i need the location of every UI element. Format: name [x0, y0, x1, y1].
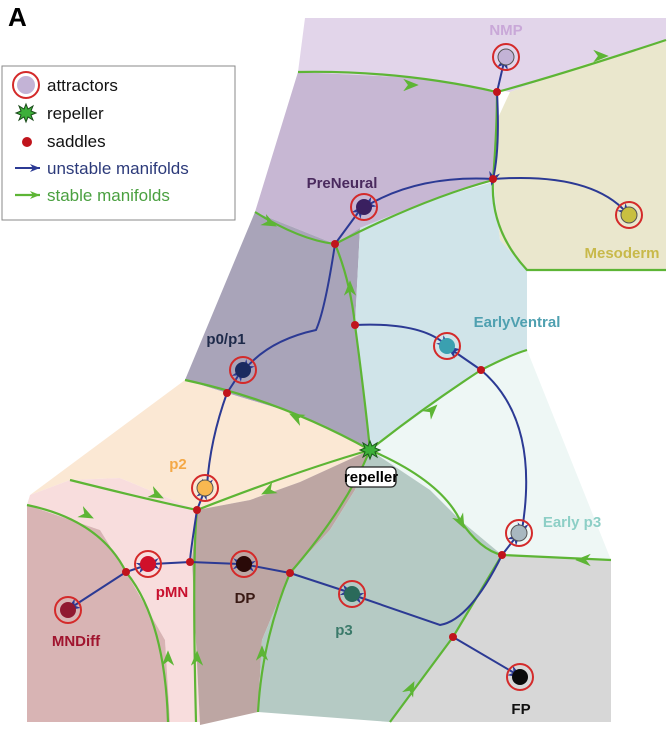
legend: attractors repeller saddles unstable man… — [1, 65, 236, 221]
legend-stable: stable manifolds — [47, 186, 170, 205]
repeller-label: repeller — [344, 469, 398, 486]
saddle-point — [223, 389, 231, 397]
label-dp: DP — [235, 590, 256, 607]
repeller-star-icon — [358, 439, 382, 461]
label-p2: p2 — [169, 456, 187, 473]
label-nmp: NMP — [489, 22, 522, 39]
saddle-point — [122, 568, 130, 576]
label-pmn: pMN — [156, 584, 189, 601]
attractor-mndiff — [54, 596, 82, 624]
legend-repeller-icon — [14, 102, 38, 124]
attractor-earlyventral — [433, 332, 461, 360]
saddles — [122, 88, 506, 641]
saddle-point — [477, 366, 485, 374]
region-dp — [192, 450, 370, 725]
unstable-manifolds — [66, 55, 631, 678]
legend-repeller: repeller — [47, 104, 104, 123]
saddle-point — [186, 558, 194, 566]
region-mndiff — [27, 505, 170, 722]
attractor-dp — [230, 550, 258, 578]
region-earlyventral — [355, 182, 527, 450]
label-preneural: PreNeural — [307, 175, 378, 192]
saddle-point — [193, 506, 201, 514]
attractor-nmp — [492, 43, 520, 71]
attractor-pmn — [134, 550, 162, 578]
label-fp: FP — [511, 701, 530, 718]
region-fp — [390, 555, 611, 722]
attractors — [54, 43, 643, 691]
attractor-p0p1 — [229, 356, 257, 384]
label-mndiff: MNDiff — [52, 633, 101, 650]
region-p3 — [258, 450, 502, 722]
saddle-point — [286, 569, 294, 577]
panel-letter: A — [8, 2, 27, 32]
attractor-labels: NMP PreNeural Mesoderm EarlyVentral p0/p… — [52, 22, 660, 718]
region-nmp — [298, 18, 666, 92]
legend-saddles: saddles — [47, 132, 106, 151]
saddle-point — [449, 633, 457, 641]
saddle-point — [493, 88, 501, 96]
attractor-earlyp3 — [505, 519, 533, 547]
legend-attractors: attractors — [47, 76, 118, 95]
attractor-p3 — [338, 580, 366, 608]
label-p0p1: p0/p1 — [206, 331, 245, 348]
attractor-mesoderm — [615, 201, 643, 229]
legend-unstable: unstable manifolds — [47, 159, 189, 178]
saddle-point — [498, 551, 506, 559]
label-p3: p3 — [335, 622, 353, 639]
saddle-point — [489, 175, 497, 183]
legend-attractor-icon — [12, 71, 40, 99]
saddle-point — [331, 240, 339, 248]
attractor-fp — [506, 663, 534, 691]
region-earlyp3 — [370, 350, 611, 560]
attractor-p2 — [191, 474, 219, 502]
region-preneural — [255, 72, 497, 244]
label-mesoderm: Mesoderm — [584, 245, 659, 262]
label-earlyventral: EarlyVentral — [474, 314, 561, 331]
repeller: repeller — [344, 439, 398, 488]
attractor-preneural — [350, 193, 378, 221]
saddle-point — [351, 321, 359, 329]
label-earlyp3: Early p3 — [543, 514, 601, 531]
legend-saddle-icon — [22, 137, 32, 147]
region-pmn — [27, 478, 200, 722]
